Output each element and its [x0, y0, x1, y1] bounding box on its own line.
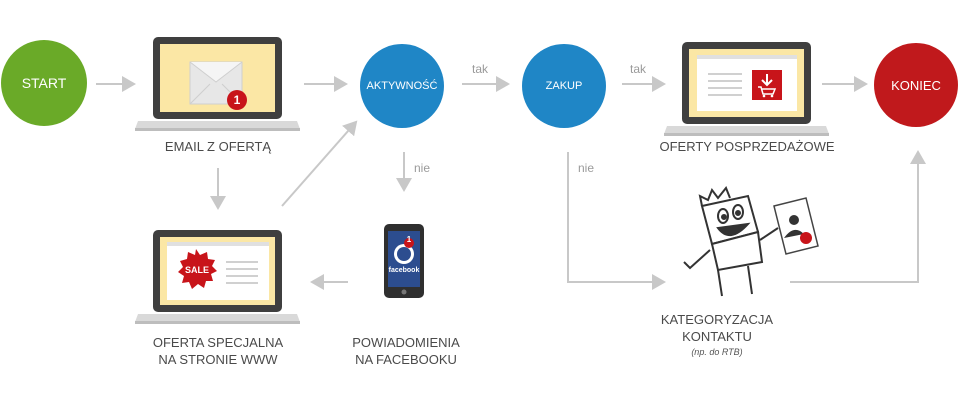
- label-powiad-1: POWIADOMIENIA: [352, 335, 460, 350]
- label-oferta-1: OFERTA SPECJALNA: [152, 335, 284, 350]
- contact-card-icon: [773, 197, 819, 255]
- edge-nie-1: nie: [414, 161, 431, 175]
- email-badge: 1: [233, 93, 241, 107]
- arrow-oferta-aktywnosc: [281, 120, 358, 207]
- label-kat-2: KONTAKTU: [682, 329, 752, 344]
- label-kat-1: KATEGORYZACJA: [660, 312, 774, 327]
- facebook-text: facebook: [388, 267, 420, 274]
- fb-badge: 1: [406, 235, 412, 244]
- label-kat-note: (np. do RTB): [691, 347, 743, 357]
- node-koniec-label: KONIEC: [891, 77, 941, 93]
- label-email: EMAIL Z OFERTĄ: [164, 139, 272, 154]
- node-zakup-label: ZAKUP: [545, 80, 583, 92]
- laptop-email-icon: [135, 37, 300, 131]
- sale-star-icon: [178, 249, 217, 289]
- edge-tak-2: tak: [630, 62, 647, 76]
- node-aktywnosc: AKTYWNOŚĆ: [360, 44, 444, 128]
- laptop-oferty-icon: [664, 42, 829, 136]
- arrow-zakup-kat: [567, 152, 666, 290]
- label-oferty: OFERTY POSPRZEDAŻOWE: [659, 139, 835, 154]
- edge-tak-1: tak: [472, 62, 489, 76]
- node-koniec: KONIEC: [874, 43, 958, 127]
- envelope-icon: [189, 61, 247, 110]
- laptop-sale-icon: [135, 230, 300, 324]
- label-oferta-2: NA STRONIE WWW: [158, 352, 278, 367]
- edge-nie-2: nie: [578, 161, 595, 175]
- node-start: START: [1, 40, 87, 126]
- cart-download-icon: [752, 70, 782, 100]
- node-zakup: ZAKUP: [522, 44, 606, 128]
- label-powiad-2: NA FACEBOOKU: [355, 352, 457, 367]
- phone-facebook-icon: [384, 224, 424, 298]
- node-start-label: START: [21, 75, 67, 91]
- mascot-icon: [683, 186, 779, 297]
- node-aktywnosc-label: AKTYWNOŚĆ: [366, 80, 438, 92]
- sale-text: SALE: [184, 265, 209, 275]
- arrow-kat-koniec: [790, 150, 926, 283]
